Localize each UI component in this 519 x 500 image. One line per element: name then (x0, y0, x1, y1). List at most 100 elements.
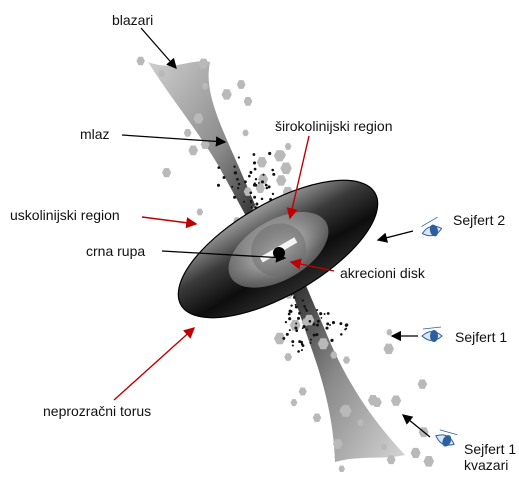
dot (303, 305, 306, 308)
dot (306, 309, 309, 312)
dot (291, 340, 294, 343)
dot (249, 171, 252, 174)
dot (326, 322, 329, 325)
cloud (386, 329, 392, 335)
cloud (411, 448, 421, 458)
cloud (285, 143, 292, 150)
dot (298, 340, 301, 343)
dot (313, 334, 316, 337)
dot (253, 196, 256, 199)
cloud (162, 168, 171, 177)
dot (303, 325, 306, 328)
dot (288, 313, 291, 316)
eye-icon (433, 427, 458, 450)
dot (305, 308, 307, 310)
dot (285, 321, 287, 323)
dot (301, 349, 303, 351)
dot (310, 339, 312, 341)
dot (302, 299, 304, 301)
label-black-hole: crna rupa (86, 243, 145, 259)
dot (250, 201, 252, 203)
dot (295, 322, 297, 324)
dot (297, 350, 300, 353)
dot (271, 169, 274, 172)
dot (289, 310, 292, 313)
dot (238, 156, 240, 158)
dot (243, 201, 245, 203)
dot (345, 324, 348, 327)
dot (309, 320, 312, 323)
dot (306, 329, 308, 331)
dot (297, 317, 300, 320)
dot (248, 175, 251, 178)
cloud (291, 399, 298, 406)
label-seyfert2: Sejfert 2 (453, 212, 505, 228)
dot (332, 321, 335, 324)
dot (261, 180, 264, 183)
dot (315, 333, 318, 336)
dot (261, 198, 264, 201)
dot (233, 196, 236, 199)
dot (262, 174, 264, 176)
dot (289, 329, 291, 331)
dot (329, 324, 331, 326)
dot (236, 178, 239, 181)
eye-icon (419, 217, 443, 240)
dot (316, 324, 319, 327)
dot (327, 312, 330, 315)
dot (223, 176, 226, 179)
dot (339, 322, 342, 325)
label-quasars: kvazari (464, 457, 516, 473)
dot (255, 178, 257, 180)
dot (309, 342, 311, 344)
dot (233, 166, 235, 168)
cloud (418, 379, 428, 389)
label-torus: neprozračni torus (43, 403, 151, 419)
cloud (184, 129, 192, 137)
cloud (343, 356, 350, 363)
cloud (196, 209, 203, 216)
dot (272, 193, 274, 195)
cloud (188, 146, 198, 156)
cloud (276, 175, 286, 185)
dot (253, 161, 256, 164)
cloud (280, 163, 292, 175)
dot (340, 333, 343, 336)
cloud (242, 130, 248, 136)
label-broad-line-region: širokolinijski region (275, 118, 393, 134)
dot (286, 333, 289, 336)
dot (325, 327, 328, 330)
dot (290, 304, 292, 306)
cloud (257, 157, 267, 167)
dot (321, 317, 323, 319)
cloud (237, 80, 246, 89)
cloud (222, 89, 232, 99)
cloud (338, 466, 344, 472)
dot (255, 203, 258, 206)
dot (298, 312, 301, 315)
dot (254, 182, 256, 184)
dot (268, 152, 271, 155)
dot (237, 187, 239, 189)
dot (251, 207, 253, 209)
dot (268, 185, 271, 188)
eye-icon (422, 327, 442, 342)
dot (231, 186, 233, 188)
dot (292, 344, 294, 346)
dot (217, 184, 220, 187)
dot (295, 329, 298, 332)
dot (288, 317, 291, 320)
dot (254, 168, 257, 171)
dot (302, 344, 305, 347)
cloud (313, 414, 322, 423)
dot (272, 173, 275, 176)
dot (234, 171, 237, 174)
dot (266, 187, 268, 189)
dot (244, 180, 247, 183)
dot (249, 191, 252, 194)
dot (319, 312, 322, 315)
dot (317, 320, 320, 323)
dot (294, 327, 297, 330)
